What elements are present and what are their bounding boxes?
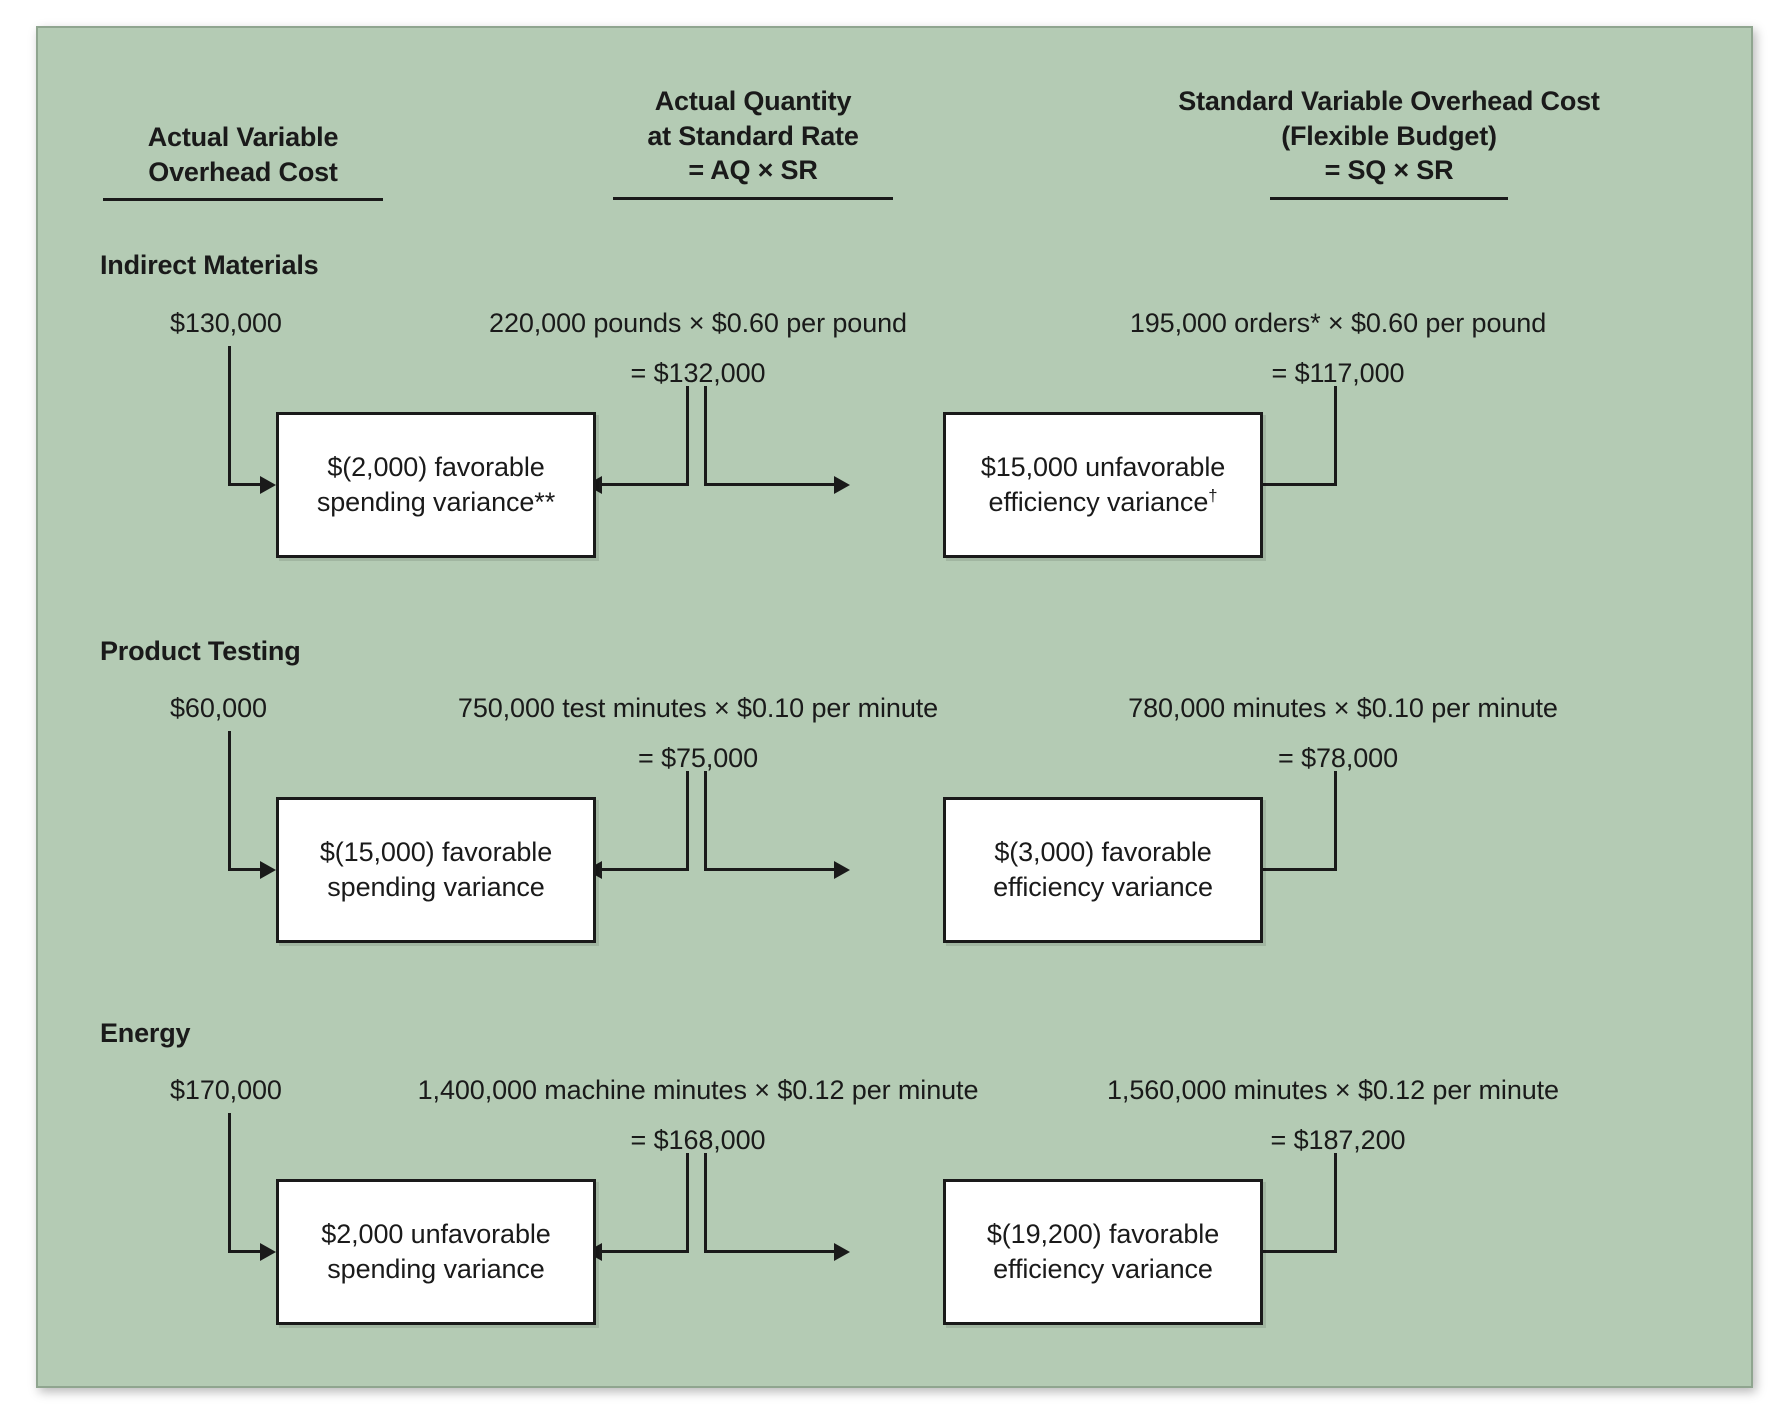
connector-horizontal-sqsr-3: [1245, 1250, 1337, 1253]
column-header-rule: [613, 196, 893, 200]
column-header-line1: Standard Variable Overhead Cost: [1178, 86, 1600, 116]
connector-horizontal-aqsr-right-3: [704, 1250, 837, 1253]
efficiency-variance-line1: $(19,200) favorable: [986, 1218, 1220, 1249]
efficiency-variance-text: efficiency variance: [988, 487, 1209, 517]
connector-horizontal-actual-cost-1: [228, 483, 263, 486]
efficiency-variance-box-product-testing: $(3,000) favorable efficiency variance: [943, 797, 1263, 943]
indirect-materials-aq-sr-line2: = $132,000: [630, 358, 766, 388]
column-header-line3: = SQ × SR: [1324, 155, 1454, 186]
connector-horizontal-actual-cost-3: [228, 1250, 263, 1253]
connector-vertical-actual-cost-3: [228, 1113, 231, 1253]
efficiency-variance-line2: efficiency variance: [993, 1254, 1213, 1284]
connector-vertical-aqsr-right-3: [704, 1153, 707, 1253]
efficiency-variance-footnote-marker: †: [1208, 486, 1218, 505]
section-label-indirect-materials: Indirect Materials: [100, 250, 319, 280]
column-header-rule: [1270, 196, 1508, 200]
indirect-materials-sq-sr-line1: 195,000 orders* × $0.60 per pound: [1129, 308, 1547, 338]
column-header-line2: Overhead Cost: [148, 156, 338, 187]
arrow-right-actual-cost-3: [260, 1243, 276, 1261]
variance-diagram-canvas: Actual Variable Overhead Cost Actual Qua…: [36, 26, 1753, 1388]
indirect-materials-sq-sr-line2: = $117,000: [1271, 358, 1405, 388]
connector-vertical-sqsr-1: [1334, 386, 1337, 486]
product-testing-aq-sr-line2: = $75,000: [638, 743, 758, 773]
spending-variance-line2: spending variance**: [316, 487, 556, 517]
column-header-line1: Actual Quantity: [654, 86, 852, 116]
connector-vertical-aqsr-right-2: [704, 771, 707, 871]
spending-variance-line1: $(15,000) favorable: [319, 836, 553, 867]
efficiency-variance-box-energy: $(19,200) favorable efficiency variance: [943, 1179, 1263, 1325]
connector-vertical-actual-cost-2: [228, 731, 231, 871]
connector-horizontal-aqsr-right-1: [704, 483, 837, 486]
column-header-actual-quantity-standard-rate: Actual Quantity at Standard Rate = AQ × …: [613, 84, 893, 200]
connector-vertical-aqsr-left-3: [686, 1153, 689, 1253]
spending-variance-line1: $(2,000) favorable: [327, 451, 545, 482]
connector-horizontal-aqsr-left-1: [600, 483, 689, 486]
product-testing-aq-sr-line1: 750,000 test minutes × $0.10 per minute: [457, 693, 939, 723]
energy-aq-sr-line1: 1,400,000 machine minutes × $0.12 per mi…: [417, 1075, 979, 1105]
energy-actual-cost: $170,000: [170, 1075, 282, 1105]
spending-variance-line2: spending variance: [327, 872, 545, 902]
arrow-right-actual-cost-1: [260, 476, 276, 494]
arrow-right-actual-cost-2: [260, 861, 276, 879]
spending-variance-box-indirect-materials: $(2,000) favorable spending variance**: [276, 412, 596, 558]
efficiency-variance-line2: efficiency variance†: [981, 485, 1225, 520]
energy-sq-sr-line2: = $187,200: [1270, 1125, 1406, 1155]
connector-horizontal-sqsr-1: [1245, 483, 1337, 486]
connector-horizontal-actual-cost-2: [228, 868, 263, 871]
connector-vertical-actual-cost-1: [228, 346, 231, 486]
efficiency-variance-box-indirect-materials: $15,000 unfavorable efficiency variance†: [943, 412, 1263, 558]
column-header-standard-variable-overhead-cost: Standard Variable Overhead Cost (Flexibl…: [1150, 84, 1628, 200]
efficiency-variance-line1: $(3,000) favorable: [994, 836, 1212, 867]
efficiency-variance-line2: efficiency variance: [993, 872, 1213, 902]
spending-variance-line1: $2,000 unfavorable: [321, 1218, 551, 1249]
product-testing-actual-cost: $60,000: [170, 693, 267, 723]
connector-vertical-sqsr-3: [1334, 1153, 1337, 1253]
column-header-actual-variable-overhead-cost: Actual Variable Overhead Cost: [103, 120, 383, 202]
column-header-line2: (Flexible Budget): [1281, 120, 1497, 151]
connector-vertical-aqsr-left-2: [686, 771, 689, 871]
connector-vertical-sqsr-2: [1334, 771, 1337, 871]
spending-variance-box-product-testing: $(15,000) favorable spending variance: [276, 797, 596, 943]
column-header-rule: [103, 198, 383, 202]
product-testing-sq-sr-line1: 780,000 minutes × $0.10 per minute: [1128, 693, 1558, 723]
section-label-product-testing: Product Testing: [100, 636, 301, 666]
arrow-right-efficiency-3: [834, 1243, 850, 1261]
spending-variance-line2: spending variance: [327, 1254, 545, 1284]
connector-vertical-aqsr-left-1: [686, 386, 689, 486]
connector-horizontal-aqsr-left-2: [600, 868, 689, 871]
column-header-line1: Actual Variable: [147, 122, 339, 152]
connector-vertical-aqsr-right-1: [704, 386, 707, 486]
energy-aq-sr-line2: = $168,000: [630, 1125, 766, 1155]
column-header-line3: = AQ × SR: [688, 155, 818, 186]
connector-horizontal-aqsr-right-2: [704, 868, 837, 871]
product-testing-sq-sr-line2: = $78,000: [1278, 743, 1398, 773]
connector-horizontal-aqsr-left-3: [600, 1250, 689, 1253]
energy-sq-sr-line1: 1,560,000 minutes × $0.12 per minute: [1107, 1075, 1559, 1105]
connector-horizontal-sqsr-2: [1245, 868, 1337, 871]
arrow-right-efficiency-1: [834, 476, 850, 494]
efficiency-variance-line1: $15,000 unfavorable: [980, 451, 1226, 482]
arrow-right-efficiency-2: [834, 861, 850, 879]
section-label-energy: Energy: [100, 1018, 191, 1048]
indirect-materials-aq-sr-line1: 220,000 pounds × $0.60 per pound: [489, 308, 907, 338]
spending-variance-box-energy: $2,000 unfavorable spending variance: [276, 1179, 596, 1325]
column-header-line2: at Standard Rate: [647, 120, 859, 151]
indirect-materials-actual-cost: $130,000: [170, 308, 282, 338]
